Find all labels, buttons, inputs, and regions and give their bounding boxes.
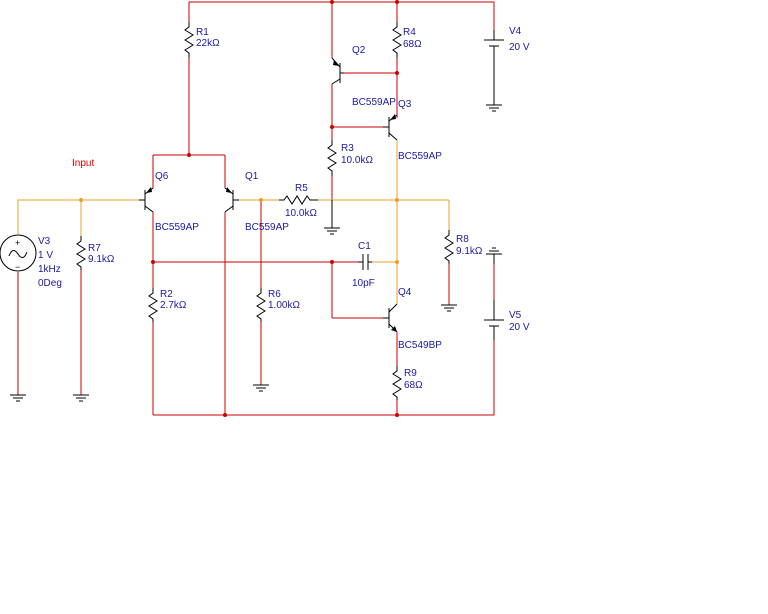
junction-dots — [79, 0, 399, 417]
ground-icon — [253, 384, 269, 392]
ground-symbols — [10, 104, 502, 402]
transistor-q2[interactable]: Q2 BC559AP — [331, 45, 396, 108]
resistor-r4[interactable]: R4 68Ω — [392, 22, 422, 58]
net-label-input: Input — [72, 158, 94, 169]
ground-icon — [324, 200, 340, 235]
svg-text:−: − — [15, 262, 20, 272]
capacitor-c1[interactable]: C1 10pF — [352, 241, 375, 289]
transistor-q3[interactable]: Q3 BC559AP — [383, 99, 442, 162]
c1-value: 10pF — [352, 278, 375, 289]
r4-value: 68Ω — [403, 39, 422, 50]
dc-source-v4[interactable]: V4 20 V — [484, 26, 530, 105]
ac-source-v3[interactable]: + − V3 1 V 1kHz 0Deg — [0, 234, 62, 289]
resistor-r5[interactable]: R5 10.0kΩ — [279, 183, 318, 219]
v3-ref: V3 — [38, 236, 51, 247]
r6-ref: R6 — [268, 289, 281, 300]
q1-ref: Q1 — [245, 171, 259, 182]
v5-value: 20 V — [509, 322, 530, 333]
r3-ref: R3 — [341, 143, 354, 154]
r8-ref: R8 — [456, 234, 469, 245]
v4-ref: V4 — [509, 26, 522, 37]
dc-source-v5[interactable]: V5 20 V — [484, 300, 530, 340]
r5-ref: R5 — [295, 183, 308, 194]
c1-ref: C1 — [358, 241, 371, 252]
ground-icon — [486, 104, 502, 112]
resistor-r1[interactable]: R1 22kΩ — [184, 22, 220, 58]
r2-ref: R2 — [160, 289, 173, 300]
q1-model: BC559AP — [245, 222, 289, 233]
v4-value: 20 V — [509, 42, 530, 53]
q3-ref: Q3 — [398, 99, 412, 110]
resistor-r6[interactable]: R6 1.00kΩ — [256, 288, 300, 322]
resistor-r8[interactable]: R8 9.1kΩ — [444, 230, 483, 264]
q4-model: BC549BP — [398, 340, 442, 351]
r3-value: 10.0kΩ — [341, 155, 373, 166]
ground-icon — [486, 247, 502, 264]
resistor-r9[interactable]: R9 68Ω — [392, 366, 423, 400]
transistor-q1[interactable]: Q1 BC559AP — [224, 171, 289, 233]
svg-text:+: + — [15, 238, 20, 248]
transistor-q4[interactable]: Q4 BC549BP — [383, 287, 442, 351]
q2-ref: Q2 — [352, 45, 366, 56]
resistor-r2[interactable]: R2 2.7kΩ — [148, 288, 187, 322]
r1-value: 22kΩ — [196, 38, 220, 49]
resistor-r3[interactable]: R3 10.0kΩ — [327, 140, 373, 176]
r9-value: 68Ω — [404, 380, 423, 391]
q6-model: BC559AP — [155, 222, 199, 233]
r5-value: 10.0kΩ — [285, 208, 317, 219]
v3-phase: 0Deg — [38, 278, 62, 289]
r4-ref: R4 — [403, 27, 416, 38]
q3-model: BC559AP — [398, 151, 442, 162]
r9-ref: R9 — [404, 368, 417, 379]
resistor-r7[interactable]: R7 9.1kΩ — [76, 236, 115, 270]
r8-value: 9.1kΩ — [456, 246, 483, 257]
r1-ref: R1 — [196, 27, 209, 38]
r7-value: 9.1kΩ — [88, 254, 115, 265]
r7-ref: R7 — [88, 243, 101, 254]
q4-ref: Q4 — [398, 287, 412, 298]
r6-value: 1.00kΩ — [268, 300, 300, 311]
v3-amplitude: 1 V — [38, 250, 53, 261]
v3-frequency: 1kHz — [38, 264, 61, 275]
ground-icon — [10, 394, 26, 402]
transistor-q6[interactable]: Q6 BC559AP — [139, 171, 199, 233]
v5-ref: V5 — [509, 310, 522, 321]
ground-icon — [441, 304, 457, 312]
q6-ref: Q6 — [155, 171, 169, 182]
ground-icon — [73, 394, 89, 402]
q2-model: BC559AP — [352, 97, 396, 108]
r2-value: 2.7kΩ — [160, 300, 187, 311]
wires-supply — [17, 1, 495, 416]
